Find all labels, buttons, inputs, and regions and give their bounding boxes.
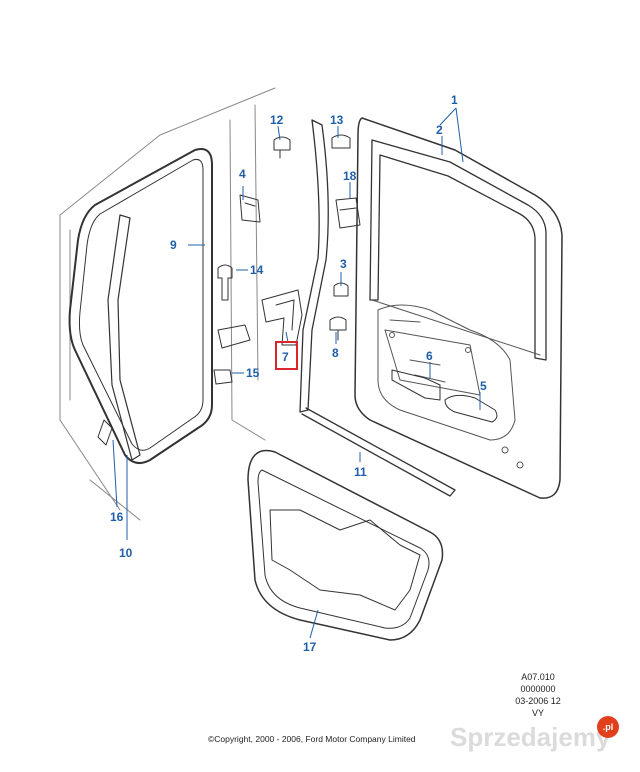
- aperture-seal: [68, 148, 213, 465]
- reference-number: 0000000: [520, 684, 556, 694]
- callout-10: 10: [119, 546, 133, 560]
- callout-12: 12: [270, 113, 284, 127]
- door-latch: [391, 369, 441, 401]
- callout-labels: 1 2 3 4 5 6 7 8 9 10 11 12 13 14 15 16 1…: [110, 93, 487, 654]
- clip-18: [335, 197, 361, 229]
- hinge-lower: [217, 324, 251, 349]
- bolt-14: [217, 264, 233, 301]
- screw-8: [329, 316, 347, 341]
- hinge-upper: [239, 194, 261, 223]
- callout-3: 3: [340, 257, 347, 271]
- callout-2: 2: [436, 123, 443, 137]
- door-shell: [354, 117, 563, 499]
- callout-11: 11: [354, 465, 367, 479]
- door-weatherstrip: [299, 119, 329, 413]
- callout-8: 8: [332, 346, 339, 360]
- callout-6: 6: [426, 349, 433, 363]
- callout-18: 18: [343, 169, 357, 183]
- callout-5: 5: [480, 379, 487, 393]
- door-window-frame: [369, 139, 547, 361]
- callout-17: 17: [303, 640, 317, 654]
- reference-code: A07.010: [521, 672, 555, 682]
- clip-3: [333, 282, 349, 297]
- clip-12: [273, 136, 291, 159]
- inner-handle: [444, 394, 498, 423]
- callout-14: 14: [250, 263, 264, 277]
- pillar-trim: [107, 214, 141, 461]
- reference-variant: VY: [531, 708, 544, 718]
- callout-7: 7: [282, 350, 289, 364]
- check-strap: [261, 289, 303, 346]
- reference-date: 03-2006 12: [515, 696, 561, 706]
- callout-9: 9: [170, 238, 177, 252]
- copyright-notice: ©Copyright, 2000 - 2006, Ford Motor Comp…: [208, 734, 416, 744]
- reference-block: A07.010 0000000 03-2006 12 VY: [498, 671, 578, 719]
- watermark: Sprzedajemy: [450, 722, 611, 752]
- nut-15: [213, 369, 233, 385]
- highlight-box: [275, 341, 298, 370]
- callout-15: 15: [246, 366, 260, 380]
- leader-lines: [112, 107, 481, 639]
- clip-13: [331, 134, 351, 149]
- trim-panel-seal: [247, 449, 444, 641]
- callout-4: 4: [239, 167, 246, 181]
- callout-16: 16: [110, 510, 124, 524]
- callout-1: 1: [451, 93, 458, 107]
- watermark-badge: .pl: [597, 716, 619, 738]
- vehicle-body-outline: [59, 87, 276, 521]
- callout-13: 13: [330, 113, 344, 127]
